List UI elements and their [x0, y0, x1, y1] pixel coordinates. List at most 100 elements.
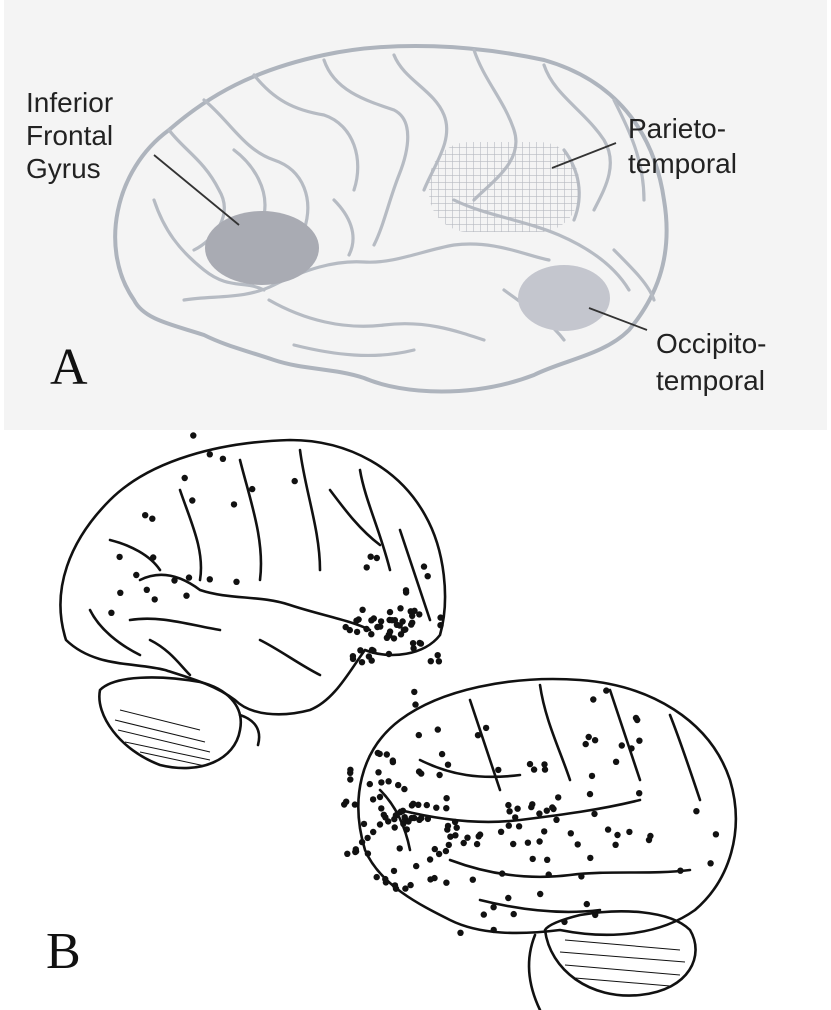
lesion-dot — [410, 801, 416, 807]
label-inferior-frontal-1: Inferior — [26, 87, 113, 118]
lesion-dot — [397, 845, 403, 851]
lesion-dot — [411, 689, 417, 695]
lesion-dot — [152, 596, 158, 602]
lesion-dot — [506, 808, 512, 814]
lesion-dot — [149, 516, 155, 522]
lesion-dot — [418, 815, 424, 821]
lesion-dot — [410, 645, 416, 651]
lesion-dot — [368, 554, 374, 560]
lesion-dot — [377, 821, 383, 827]
lesion-dot — [375, 769, 381, 775]
lesion-dot — [527, 761, 533, 767]
lesion-dot — [613, 759, 619, 765]
lesion-dot — [590, 696, 596, 702]
lesion-dot — [443, 848, 449, 854]
lesion-dot — [506, 823, 512, 829]
lesion-dot — [392, 824, 398, 830]
lesion-dot — [428, 658, 434, 664]
lesion-dot — [220, 456, 226, 462]
lesion-dot — [603, 687, 609, 693]
lesion-dot — [549, 804, 555, 810]
lesion-dot — [425, 816, 431, 822]
lesion-dot — [483, 725, 489, 731]
lesion-dot — [386, 651, 392, 657]
lesion-dot — [537, 891, 543, 897]
lesion-dot — [403, 589, 409, 595]
label-occipito-temporal-2: temporal — [656, 365, 765, 396]
lesion-dot — [425, 573, 431, 579]
panel-a: Inferior Frontal Gyrus Parieto- temporal… — [4, 0, 827, 450]
lesion-dot — [510, 841, 516, 847]
lesion-dot — [407, 882, 413, 888]
lesion-dot — [413, 863, 419, 869]
lesion-dot — [417, 640, 423, 646]
lesion-dot — [412, 701, 418, 707]
panel-b-brain-drawings: B — [0, 430, 831, 1010]
lesion-dot — [371, 615, 377, 621]
brain-1-cerebellum-texture — [115, 710, 210, 766]
lesion-dot — [424, 802, 430, 808]
lesion-dot — [108, 610, 114, 616]
lesion-dot — [505, 802, 511, 808]
lesion-dot — [591, 811, 597, 817]
lesion-dot — [677, 868, 683, 874]
lesion-dot — [568, 830, 574, 836]
lesion-dot — [432, 846, 438, 852]
lesion-dot — [693, 808, 699, 814]
lesion-dot — [575, 841, 581, 847]
lesion-dot — [363, 626, 369, 632]
lesion-dot — [457, 930, 463, 936]
lesion-dot — [374, 555, 380, 561]
lesion-dot — [475, 732, 481, 738]
lesion-dot — [647, 833, 653, 839]
lesion-dot — [364, 835, 370, 841]
inferior-frontal-region — [205, 211, 319, 285]
lesion-dot — [367, 781, 373, 787]
lesion-dot — [433, 805, 439, 811]
lesion-dot — [435, 726, 441, 732]
lesion-dot — [171, 577, 177, 583]
lesion-dot — [377, 794, 383, 800]
lesion-dot — [452, 819, 458, 825]
lesion-dot — [397, 605, 403, 611]
lesion-dot — [150, 554, 156, 560]
lesion-dot — [436, 772, 442, 778]
lesion-dot — [514, 806, 520, 812]
lesion-dot — [359, 839, 365, 845]
lesion-dot — [525, 840, 531, 846]
lesion-dot — [416, 732, 422, 738]
lesion-dot — [445, 762, 451, 768]
lesion-dot — [190, 432, 196, 438]
lesion-dot — [495, 767, 501, 773]
lesion-dot — [390, 759, 396, 765]
lesion-dot — [418, 770, 424, 776]
lesion-dot — [231, 501, 237, 507]
occipito-temporal-region — [518, 265, 610, 331]
lesion-dot — [391, 868, 397, 874]
lesion-dot — [561, 919, 567, 925]
label-inferior-frontal-3: Gyrus — [26, 153, 101, 184]
lesion-dot — [713, 831, 719, 837]
lesion-dot — [377, 751, 383, 757]
lesion-dot — [592, 912, 598, 918]
lesion-dot — [584, 901, 590, 907]
lesion-dot — [387, 628, 393, 634]
lesion-dot — [445, 823, 451, 829]
lesion-dot — [516, 823, 522, 829]
lesion-dot — [405, 818, 411, 824]
lesion-dot — [357, 647, 363, 653]
lesion-dot — [354, 629, 360, 635]
lesion-dot — [385, 778, 391, 784]
lesion-dot — [592, 737, 598, 743]
lesion-dot — [530, 856, 536, 862]
lesion-dot — [352, 801, 358, 807]
lesion-dot — [498, 829, 504, 835]
lesion-dot — [589, 773, 595, 779]
panel-letter-b: B — [46, 923, 81, 980]
leader-inferior-frontal — [154, 155, 239, 225]
lesion-dot — [393, 886, 399, 892]
lesion-dot — [512, 814, 518, 820]
lesion-dot — [553, 817, 559, 823]
lesion-dot — [353, 846, 359, 852]
lesion-dot — [364, 564, 370, 570]
